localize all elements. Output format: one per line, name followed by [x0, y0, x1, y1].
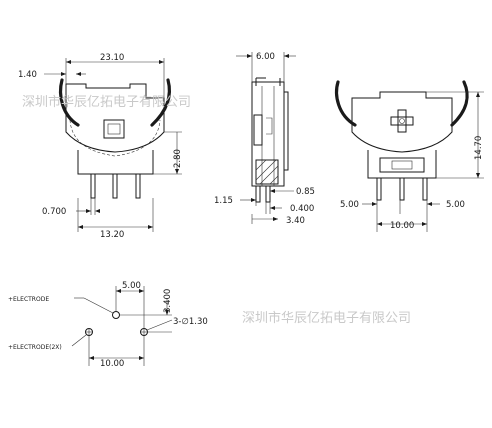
footprint-pitch-x-label: 5.00 [122, 281, 141, 291]
front-battery-outline [69, 119, 161, 157]
front-view: 23.10 1.40 2.80 0.700 13.20 [18, 53, 183, 240]
side-contact [253, 114, 263, 146]
side-pin-thick-label: 0.400 [290, 204, 314, 214]
right-offset-left-label: 5.00 [340, 200, 359, 210]
side-pin-right-label: 0.85 [296, 187, 315, 197]
right-pin-left [376, 177, 382, 201]
footprint-electrode-2x-label: +ELECTRODE(2X) [8, 344, 62, 351]
front-pin-width-label: 0.700 [42, 207, 66, 217]
footprint-hole-callout: 3-∅1.30 [173, 317, 208, 327]
front-width-label: 23.10 [100, 53, 124, 63]
right-offset-right-label: 5.00 [446, 200, 465, 210]
right-view: 14.70 5.00 5.00 10.00 [334, 80, 484, 232]
right-pin-right [422, 177, 428, 201]
front-lower-body [77, 150, 154, 175]
footprint-span-label: 10.00 [100, 359, 124, 369]
right-height-label: 14.70 [474, 136, 484, 160]
side-pin-left-label: 1.15 [214, 196, 233, 206]
right-left-arm [334, 80, 357, 127]
right-right-arm [450, 80, 469, 127]
front-pin-offset-label: 2.80 [173, 149, 183, 168]
footprint-electrode-label: +ELECTRODE [8, 296, 49, 303]
side-depth-label: 6.00 [256, 52, 275, 62]
right-plus-mark [390, 109, 414, 133]
watermark-bottom: 深圳市华辰亿拓电子有限公司 [242, 310, 411, 326]
footprint-view: +ELECTRODE +ELECTRODE(2X) 5.00 3.400 3-∅… [8, 281, 208, 369]
front-body [65, 83, 165, 153]
front-tab-label: 1.40 [18, 70, 37, 80]
front-pin-middle [112, 173, 118, 199]
front-contact-window [103, 119, 125, 139]
footprint-hole-left [85, 328, 93, 336]
right-pin-middle [399, 177, 405, 201]
side-pin-right [265, 185, 271, 203]
front-right-arm [150, 78, 172, 127]
side-base-hatch [255, 159, 279, 185]
footprint-hole-top [112, 311, 120, 319]
front-pin-left [90, 173, 96, 199]
watermark-top: 深圳市华辰亿拓电子有限公司 [22, 94, 191, 110]
front-left-arm [58, 78, 80, 127]
side-view: 6.00 1.15 0.85 0.400 3.40 [214, 52, 315, 226]
front-pin-span-label: 13.20 [100, 230, 124, 240]
footprint-pitch-y-label: 3.400 [163, 289, 173, 313]
front-pin-right [135, 173, 141, 199]
side-pin-left [255, 185, 261, 203]
right-pin-span-label: 10.00 [390, 221, 414, 231]
right-lower-body [367, 150, 437, 179]
side-base-label: 3.40 [286, 216, 305, 226]
right-slot [379, 157, 425, 173]
footprint-hole-right [140, 328, 148, 336]
right-body [351, 91, 453, 153]
